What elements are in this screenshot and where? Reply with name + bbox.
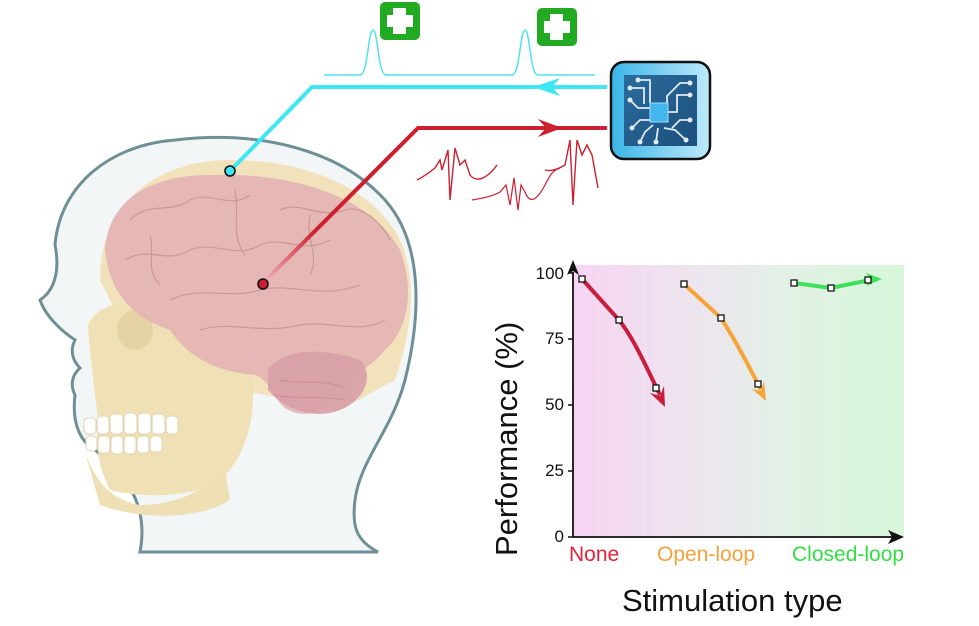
series-none: [578, 275, 665, 407]
left-arrowhead-icon: [533, 78, 560, 96]
y-ticks: [568, 272, 573, 538]
teeth: [83, 412, 179, 455]
y-tick-label: 100: [535, 264, 564, 283]
green-plus-icon: [380, 2, 420, 40]
stimulation-pulse-trace: [324, 29, 595, 76]
microchip-icon: [609, 60, 712, 161]
x-axis-arrow-icon: [888, 530, 904, 544]
y-tick-label: 25: [545, 461, 564, 480]
category-label-none: None: [569, 543, 620, 566]
head-illustration: [38, 136, 418, 554]
y-tick-label: 0: [554, 527, 564, 546]
performance-chart: [567, 260, 904, 544]
neural-signal-trace: [416, 147, 498, 201]
stimulation-electrode-icon: [224, 165, 236, 177]
chart-plot-area: [573, 265, 904, 537]
down-arrow-icon: [752, 381, 766, 401]
y-tick-label: 50: [545, 395, 564, 414]
right-arrowhead-icon: [538, 119, 562, 137]
y-axis-label: Performance (%): [489, 321, 524, 556]
down-arrow-icon: [650, 386, 665, 407]
category-label-closed-loop: Closed-loop: [792, 543, 905, 566]
y-tick-label: 75: [545, 329, 564, 348]
recording-electrode-icon: [257, 278, 269, 290]
series-closed-loop: [790, 273, 882, 292]
x-axis-label: Stimulation type: [622, 583, 843, 618]
stimulation-pathway: [224, 29, 607, 177]
recording-pathway: [257, 119, 607, 290]
series-open-loop: [680, 280, 766, 401]
green-plus-icon: [537, 8, 577, 46]
y-axis-arrow-icon: [567, 260, 579, 275]
category-label-open-loop: Open-loop: [657, 543, 756, 566]
